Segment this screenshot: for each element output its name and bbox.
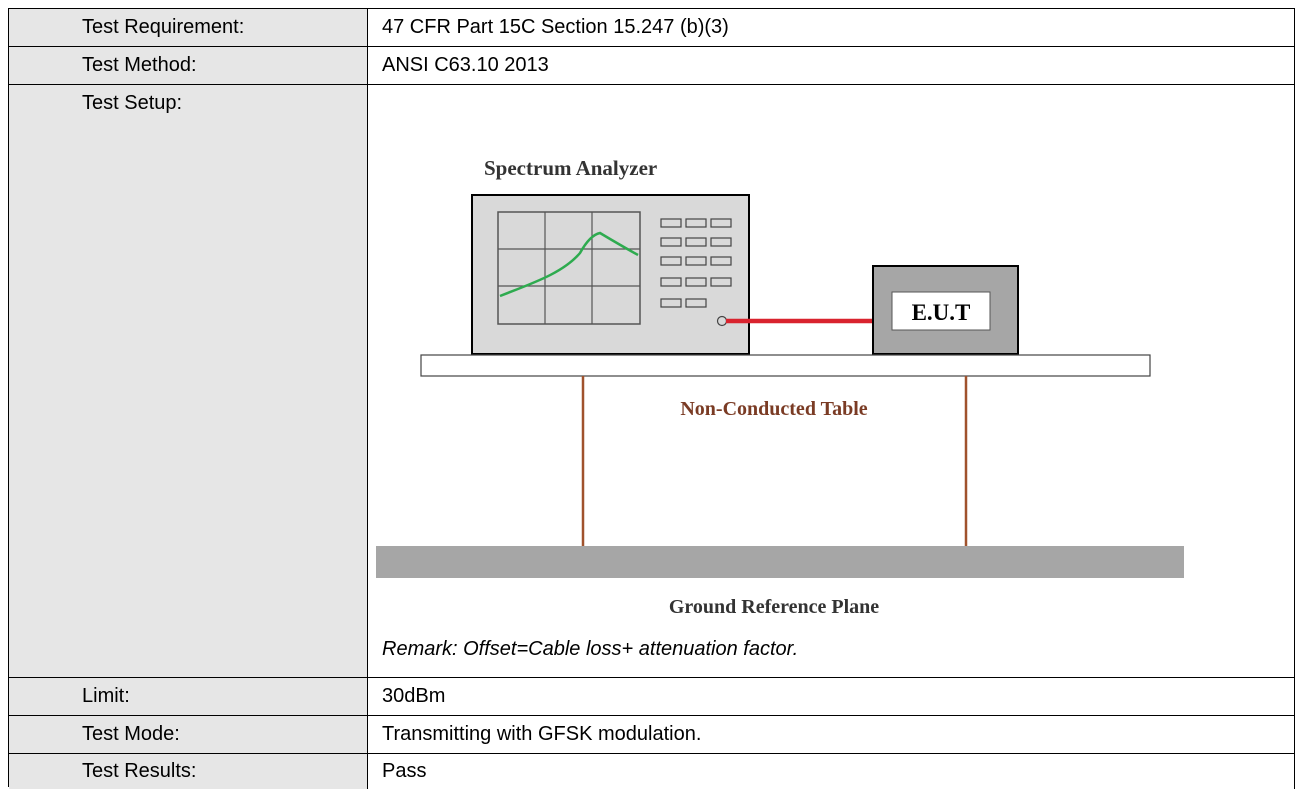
value-limit: 30dBm bbox=[368, 678, 1295, 715]
non-conducted-table-label: Non-Conducted Table bbox=[680, 398, 867, 420]
label-limit: Limit: bbox=[9, 678, 368, 715]
label-test-method: Test Method: bbox=[9, 47, 368, 84]
ground-reference-plane-label: Ground Reference Plane bbox=[669, 596, 879, 618]
value-test-method: ANSI C63.10 2013 bbox=[368, 47, 1295, 84]
eut-label: E.U.T bbox=[912, 300, 971, 325]
non-conducted-table-top bbox=[420, 354, 1151, 377]
spectrum-trace bbox=[499, 231, 639, 298]
value-test-mode: Transmitting with GFSK modulation. bbox=[368, 716, 1295, 753]
row-test-setup: Test Setup: Spectrum Analyzer bbox=[9, 85, 1295, 678]
analyzer-screen bbox=[497, 211, 641, 325]
row-test-method: Test Method: ANSI C63.10 2013 bbox=[9, 47, 1295, 85]
analyzer-buttons bbox=[660, 218, 732, 327]
label-test-results: Test Results: bbox=[9, 754, 368, 789]
row-test-requirement: Test Requirement: 47 CFR Part 15C Sectio… bbox=[9, 9, 1295, 47]
label-test-mode: Test Mode: bbox=[9, 716, 368, 753]
row-limit: Limit: 30dBm bbox=[9, 678, 1295, 716]
eut-label-plate bbox=[891, 291, 991, 331]
test-info-table: Test Requirement: 47 CFR Part 15C Sectio… bbox=[8, 8, 1295, 789]
label-test-setup: Test Setup: bbox=[9, 85, 368, 677]
row-test-results: Test Results: Pass bbox=[9, 754, 1295, 789]
value-test-results: Pass bbox=[368, 754, 1295, 789]
row-test-mode: Test Mode: Transmitting with GFSK modula… bbox=[9, 716, 1295, 754]
test-setup-diagram: Spectrum Analyzer bbox=[376, 156, 1184, 618]
setup-remark: Remark: Offset=Cable loss+ attenuation f… bbox=[382, 638, 799, 660]
ground-reference-plane bbox=[376, 546, 1184, 578]
spectrum-analyzer-label: Spectrum Analyzer bbox=[484, 156, 657, 180]
value-test-setup: Spectrum Analyzer bbox=[368, 85, 1295, 677]
value-test-requirement: 47 CFR Part 15C Section 15.247 (b)(3) bbox=[368, 9, 1295, 46]
label-test-requirement: Test Requirement: bbox=[9, 9, 368, 46]
